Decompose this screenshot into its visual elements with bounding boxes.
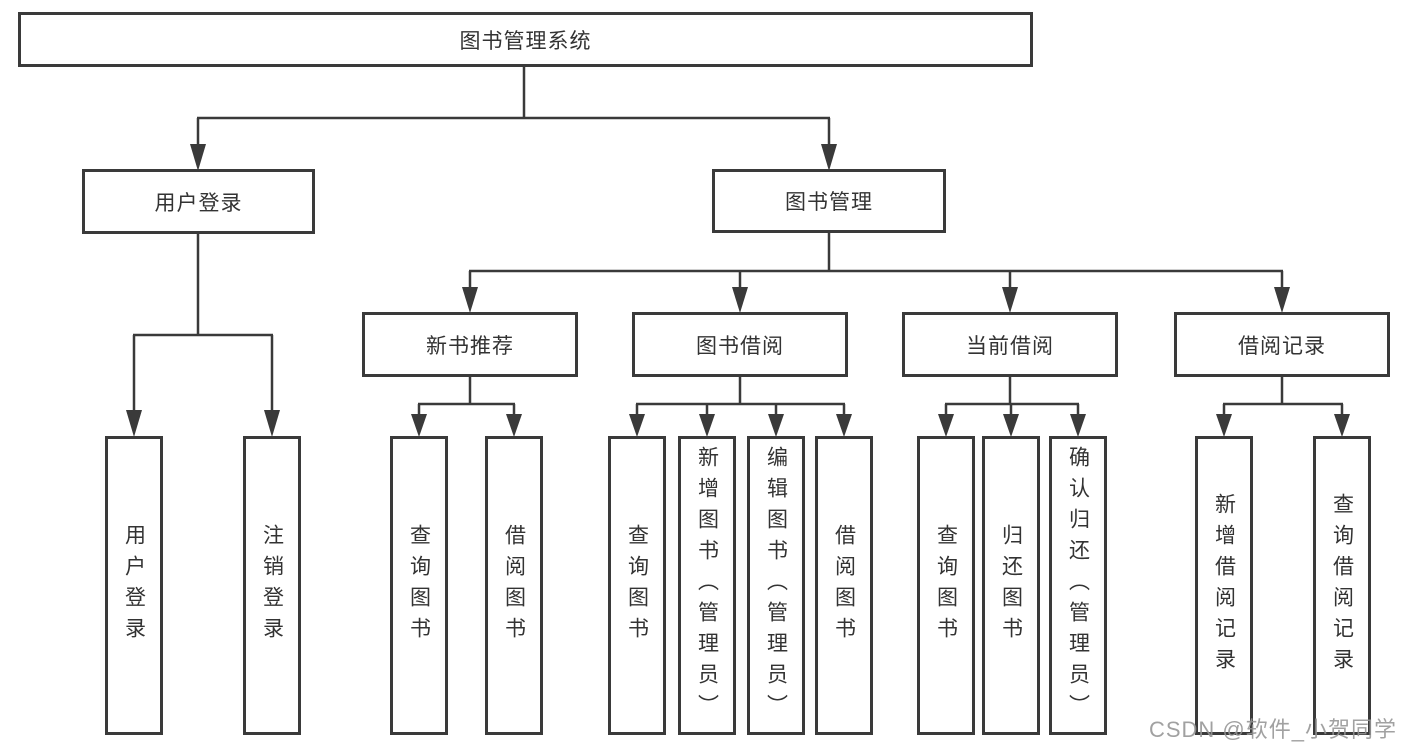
node-leaf-query-books-1: 查询图书 [390, 436, 448, 735]
node-leaf-query-borrow-record: 查询借阅记录 [1313, 436, 1371, 735]
node-leaf-add-borrow-record-label: 新增借阅记录 [1212, 492, 1236, 679]
node-leaf-return-books: 归还图书 [982, 436, 1040, 735]
node-leaf-user-login-label: 用户登录 [122, 523, 146, 648]
node-book-borrowing-label: 图书借阅 [696, 334, 784, 358]
node-leaf-borrow-books-2-label: 借阅图书 [832, 523, 856, 648]
node-leaf-confirm-return-admin-label: 确认归还（管理员） [1066, 446, 1090, 725]
node-leaf-edit-books-admin-label: 编辑图书（管理员） [764, 446, 788, 725]
node-leaf-query-books-3-label: 查询图书 [934, 523, 958, 648]
node-leaf-query-books-3: 查询图书 [917, 436, 975, 735]
node-library-system: 图书管理系统 [18, 12, 1033, 67]
node-leaf-return-books-label: 归还图书 [999, 523, 1023, 648]
node-leaf-borrow-books-2: 借阅图书 [815, 436, 873, 735]
node-book-management: 图书管理 [712, 169, 946, 233]
node-leaf-query-books-1-label: 查询图书 [407, 523, 431, 648]
node-book-management-label: 图书管理 [785, 191, 873, 214]
node-borrow-records-label: 借阅记录 [1238, 334, 1326, 358]
node-book-borrowing: 图书借阅 [632, 312, 848, 377]
node-leaf-logout: 注销登录 [243, 436, 301, 735]
node-current-borrowing-label: 当前借阅 [966, 334, 1054, 358]
node-library-system-label: 图书管理系统 [459, 29, 592, 53]
node-leaf-borrow-books-1: 借阅图书 [485, 436, 543, 735]
node-new-book-recommend-label: 新书推荐 [426, 334, 514, 358]
node-leaf-add-books-admin: 新增图书（管理员） [678, 436, 736, 735]
node-leaf-add-borrow-record: 新增借阅记录 [1195, 436, 1253, 735]
node-new-book-recommend: 新书推荐 [362, 312, 578, 377]
node-leaf-query-books-2-label: 查询图书 [625, 523, 649, 648]
csdn-watermark: CSDN @软件_小贺同学 [1148, 717, 1397, 742]
node-leaf-add-books-admin-label: 新增图书（管理员） [695, 446, 719, 725]
node-leaf-query-books-2: 查询图书 [608, 436, 666, 735]
node-leaf-edit-books-admin: 编辑图书（管理员） [747, 436, 805, 735]
node-leaf-logout-label: 注销登录 [260, 523, 284, 648]
node-borrow-records: 借阅记录 [1174, 312, 1390, 377]
node-current-borrowing: 当前借阅 [902, 312, 1118, 377]
node-leaf-confirm-return-admin: 确认归还（管理员） [1049, 436, 1107, 735]
node-leaf-query-borrow-record-label: 查询借阅记录 [1330, 492, 1354, 679]
node-user-login-label: 用户登录 [154, 191, 243, 215]
node-user-login: 用户登录 [82, 169, 315, 234]
node-leaf-user-login: 用户登录 [105, 436, 163, 735]
node-leaf-borrow-books-1-label: 借阅图书 [502, 523, 526, 648]
